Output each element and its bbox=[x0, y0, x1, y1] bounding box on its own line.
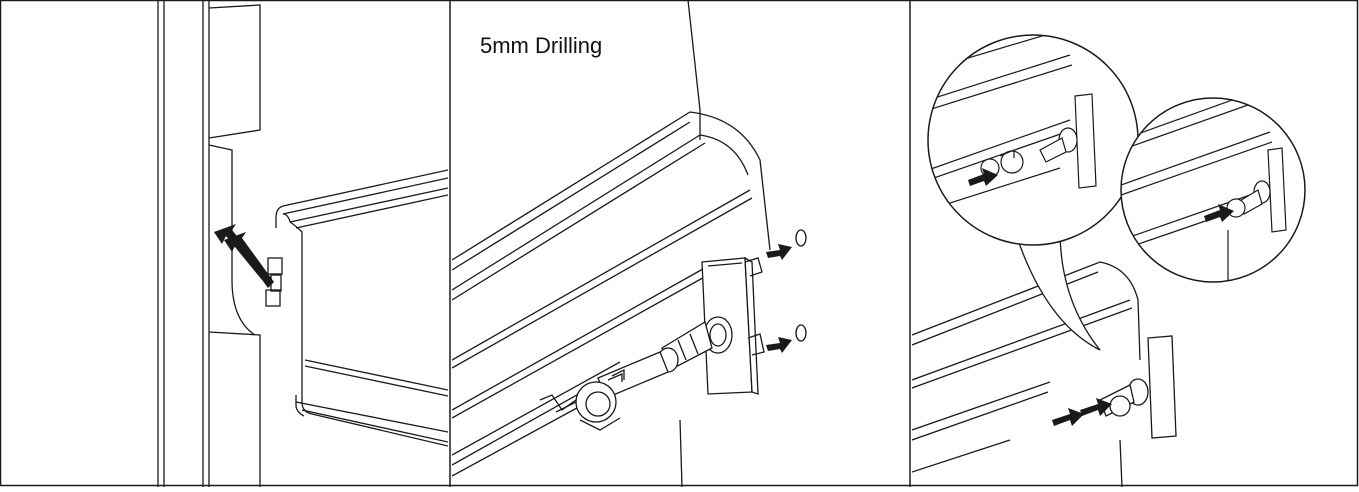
arrow-icon bbox=[607, 373, 623, 382]
rail-curve bbox=[699, 134, 749, 176]
arrow-icon bbox=[766, 244, 792, 260]
rail-top-profile bbox=[912, 261, 1141, 361]
connector-assembly bbox=[1099, 378, 1149, 417]
magnifier-callout bbox=[1009, 214, 1101, 351]
rail-face-line bbox=[912, 391, 1049, 441]
rail-face-line bbox=[912, 381, 1051, 431]
drill-hole-icon bbox=[795, 324, 807, 342]
zoom-detail-a bbox=[927, 34, 1139, 246]
arrow-icon bbox=[766, 337, 792, 353]
door-panel bbox=[208, 331, 261, 487]
drill-hole-icon bbox=[795, 229, 807, 247]
drilling-caption: 5mm Drilling bbox=[480, 33, 603, 58]
end-cap-plate bbox=[1147, 335, 1177, 439]
rail-face-line bbox=[452, 274, 709, 419]
rail-face-line bbox=[452, 361, 621, 456]
rail-face-line bbox=[452, 197, 753, 369]
door-panel bbox=[208, 4, 261, 139]
double-arrow-icon bbox=[214, 224, 274, 288]
panel-3 bbox=[912, 214, 1177, 487]
rail-top-line bbox=[452, 121, 691, 271]
cabinet-edge-line bbox=[679, 419, 683, 487]
fixing-pins bbox=[744, 257, 765, 356]
rail-top-profile bbox=[452, 111, 771, 261]
cabinet-cutout bbox=[208, 144, 256, 336]
cabinet-edge-line bbox=[687, 0, 701, 111]
rail-top-line bbox=[452, 142, 706, 301]
push-arrows bbox=[1052, 398, 1112, 426]
zoom-detail-b bbox=[1120, 97, 1306, 283]
rail-face-line bbox=[452, 264, 711, 411]
rail-face-line bbox=[912, 439, 1011, 473]
plinth-rail bbox=[275, 169, 448, 447]
rail-face-line bbox=[912, 307, 1133, 389]
panel-1 bbox=[157, 0, 448, 487]
rail-face-line bbox=[452, 189, 751, 361]
rail-top-line bbox=[452, 134, 701, 291]
panel-2 bbox=[452, 0, 807, 487]
connector-assembly bbox=[575, 316, 733, 431]
drill-arrows bbox=[766, 244, 792, 353]
magnifier-callout bbox=[1120, 97, 1306, 283]
rail-face-line bbox=[912, 299, 1131, 381]
cabinet-edge-line bbox=[1119, 439, 1123, 487]
